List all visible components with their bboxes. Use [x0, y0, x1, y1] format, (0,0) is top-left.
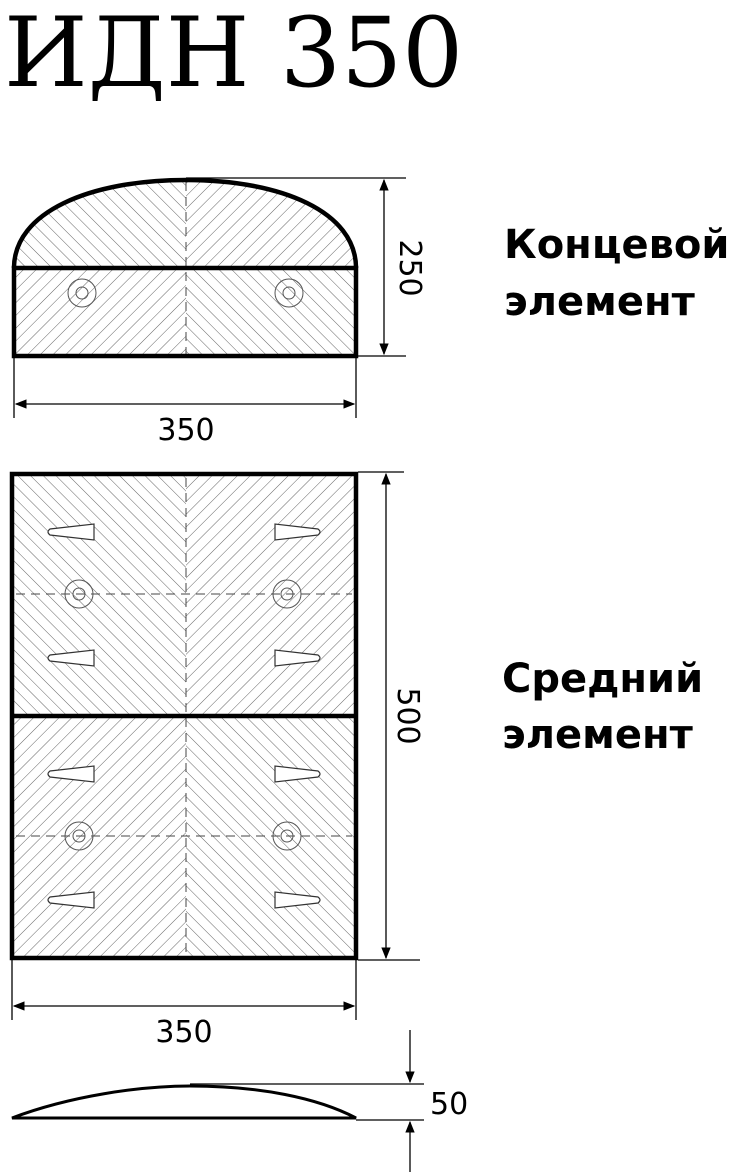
- drawing-title: ИДН 350: [4, 0, 463, 109]
- end-element-label-line1: Концевой: [504, 222, 729, 268]
- reflector-slots: [47, 523, 321, 909]
- end-cap-hatching: [14, 180, 356, 268]
- profile-thickness-label: 50: [430, 1087, 468, 1122]
- end-base-outline: [11, 265, 359, 359]
- middle-height-label: 500: [390, 687, 425, 744]
- profile-thickness-dimension: [190, 1030, 424, 1172]
- middle-height-dimension: [358, 471, 420, 961]
- end-cap-outline: [11, 177, 359, 269]
- end-width-dimension: [13, 358, 357, 418]
- end-bolt-hole-left: [67, 278, 97, 308]
- end-bolt-hole-right: [274, 278, 304, 308]
- middle-element-drawing: [9, 471, 359, 961]
- end-base-hatch-left: [14, 268, 186, 356]
- middle-width-label: 350: [155, 1015, 212, 1050]
- end-element-drawing: [11, 177, 359, 359]
- profile-view: [11, 1084, 357, 1120]
- middle-element-label-line2: элемент: [502, 712, 694, 758]
- end-base-hatch-right: [186, 268, 356, 356]
- middle-element-label-line1: Средний: [502, 656, 703, 702]
- end-element-label-line2: элемент: [504, 279, 696, 325]
- profile-outline: [11, 1084, 357, 1120]
- end-width-label: 350: [157, 413, 214, 448]
- middle-bolt-holes: [64, 579, 302, 851]
- middle-width-dimension: [11, 960, 357, 1020]
- end-height-dimension: [186, 177, 406, 357]
- end-height-label: 250: [392, 239, 427, 296]
